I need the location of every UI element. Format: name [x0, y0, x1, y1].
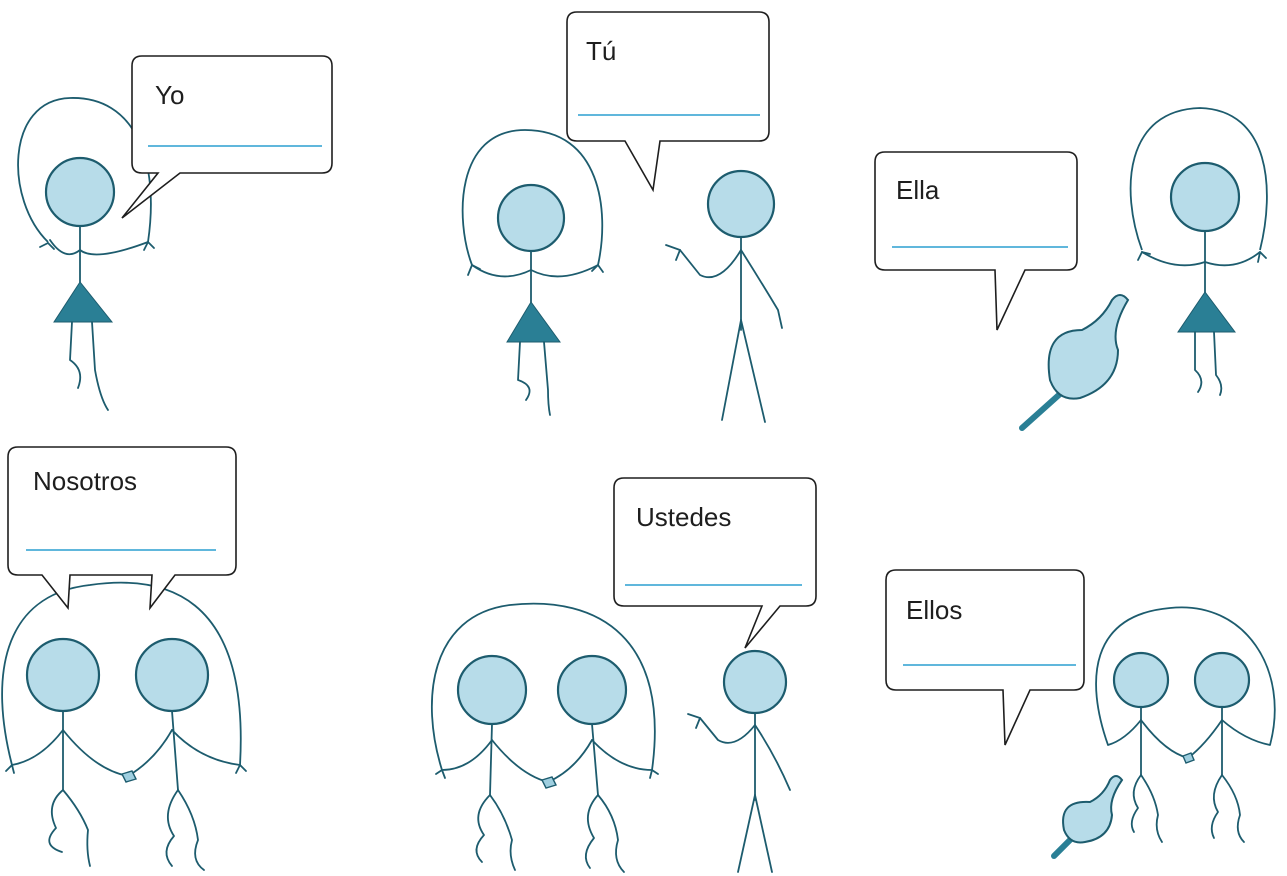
speech-bubble-nosotros: Nosotros — [7, 446, 237, 611]
figure-girl-jumping-rope — [17, 97, 155, 411]
panel-ustedes: Ustedes — [431, 477, 817, 873]
panel-yo: Yo — [17, 55, 333, 411]
speech-bubble-tu: Tú — [566, 11, 770, 193]
pronoun-label: Yo — [155, 80, 184, 110]
pronoun-label: Nosotros — [33, 466, 137, 496]
pronoun-label: Tú — [586, 36, 616, 66]
speech-bubble-ustedes: Ustedes — [613, 477, 817, 649]
panel-ellos: Ellos — [885, 569, 1276, 859]
figure-boy-pointing — [665, 169, 783, 423]
figure-girl-jumping-rope — [461, 129, 604, 416]
pointing-hand-icon — [1051, 775, 1124, 859]
pronoun-label: Ellos — [906, 595, 962, 625]
figure-two-kids-jumping-rope — [1, 581, 247, 871]
speech-bubble-yo: Yo — [121, 55, 333, 219]
figure-boy-pointing — [687, 649, 791, 873]
figure-girl-jumping-rope — [1129, 107, 1268, 396]
panel-nosotros: Nosotros — [1, 446, 247, 871]
pronoun-label: Ella — [896, 175, 940, 205]
figure-two-kids-jumping-rope — [1095, 606, 1276, 843]
pronoun-label: Ustedes — [636, 502, 731, 532]
pointing-hand-icon — [1019, 294, 1130, 431]
speech-bubble-ellos: Ellos — [885, 569, 1085, 746]
speech-bubble-ella: Ella — [874, 151, 1078, 331]
figure-two-kids-jumping-rope — [431, 602, 659, 873]
panel-ella: Ella — [874, 107, 1268, 431]
panel-tu: Tú — [461, 11, 783, 423]
